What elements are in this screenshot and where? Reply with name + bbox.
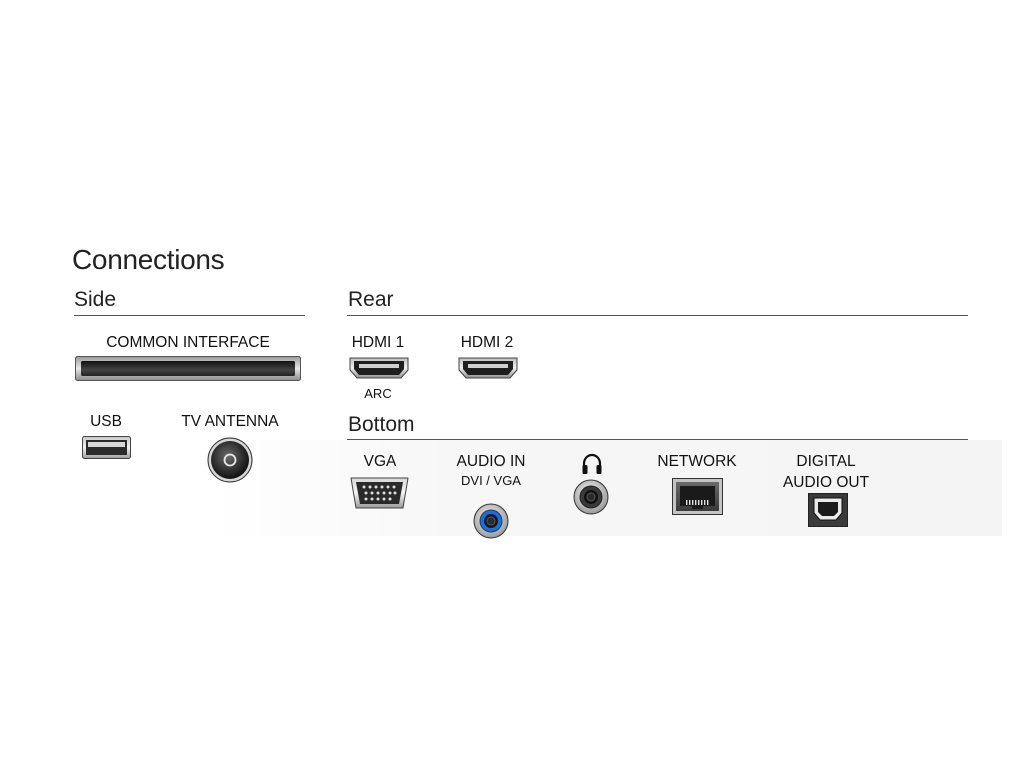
section-bottom-heading: Bottom — [348, 413, 415, 436]
digital-audio-out-label-line1: DIGITAL — [796, 453, 856, 470]
audio-jack-icon — [473, 503, 509, 539]
hdmi-port-icon — [458, 356, 518, 380]
audio-jack-icon — [573, 479, 609, 515]
hdmi1-label: HDMI 1 — [351, 334, 405, 351]
vga-label: VGA — [363, 453, 397, 470]
optical-port-icon — [808, 493, 848, 527]
ethernet-port-icon — [672, 478, 723, 515]
tv-antenna-label: TV ANTENNA — [181, 413, 279, 430]
hdmi1-arc-label: ARC — [364, 386, 392, 401]
side-divider — [74, 315, 305, 316]
digital-audio-out-label-line2: AUDIO OUT — [782, 474, 870, 491]
page-title: Connections — [72, 244, 225, 275]
rear-divider — [347, 315, 968, 316]
audio-in-sub-label: DVI / VGA — [461, 473, 521, 488]
common-interface-label: COMMON INTERFACE — [106, 334, 270, 351]
headphone-icon — [580, 452, 604, 476]
network-label: NETWORK — [657, 453, 737, 470]
usb-label: USB — [90, 413, 122, 430]
ci-slot-icon — [75, 356, 301, 381]
audio-in-label: AUDIO IN — [456, 453, 526, 470]
antenna-port-icon — [207, 437, 253, 483]
usb-port-icon — [82, 436, 131, 459]
vga-port-icon — [349, 476, 410, 510]
section-side-heading: Side — [74, 288, 117, 311]
background-panel — [212, 440, 1002, 536]
bottom-divider — [347, 439, 968, 440]
section-rear-heading: Rear — [348, 288, 394, 311]
hdmi-port-icon — [349, 356, 409, 380]
hdmi2-label: HDMI 2 — [460, 334, 514, 351]
